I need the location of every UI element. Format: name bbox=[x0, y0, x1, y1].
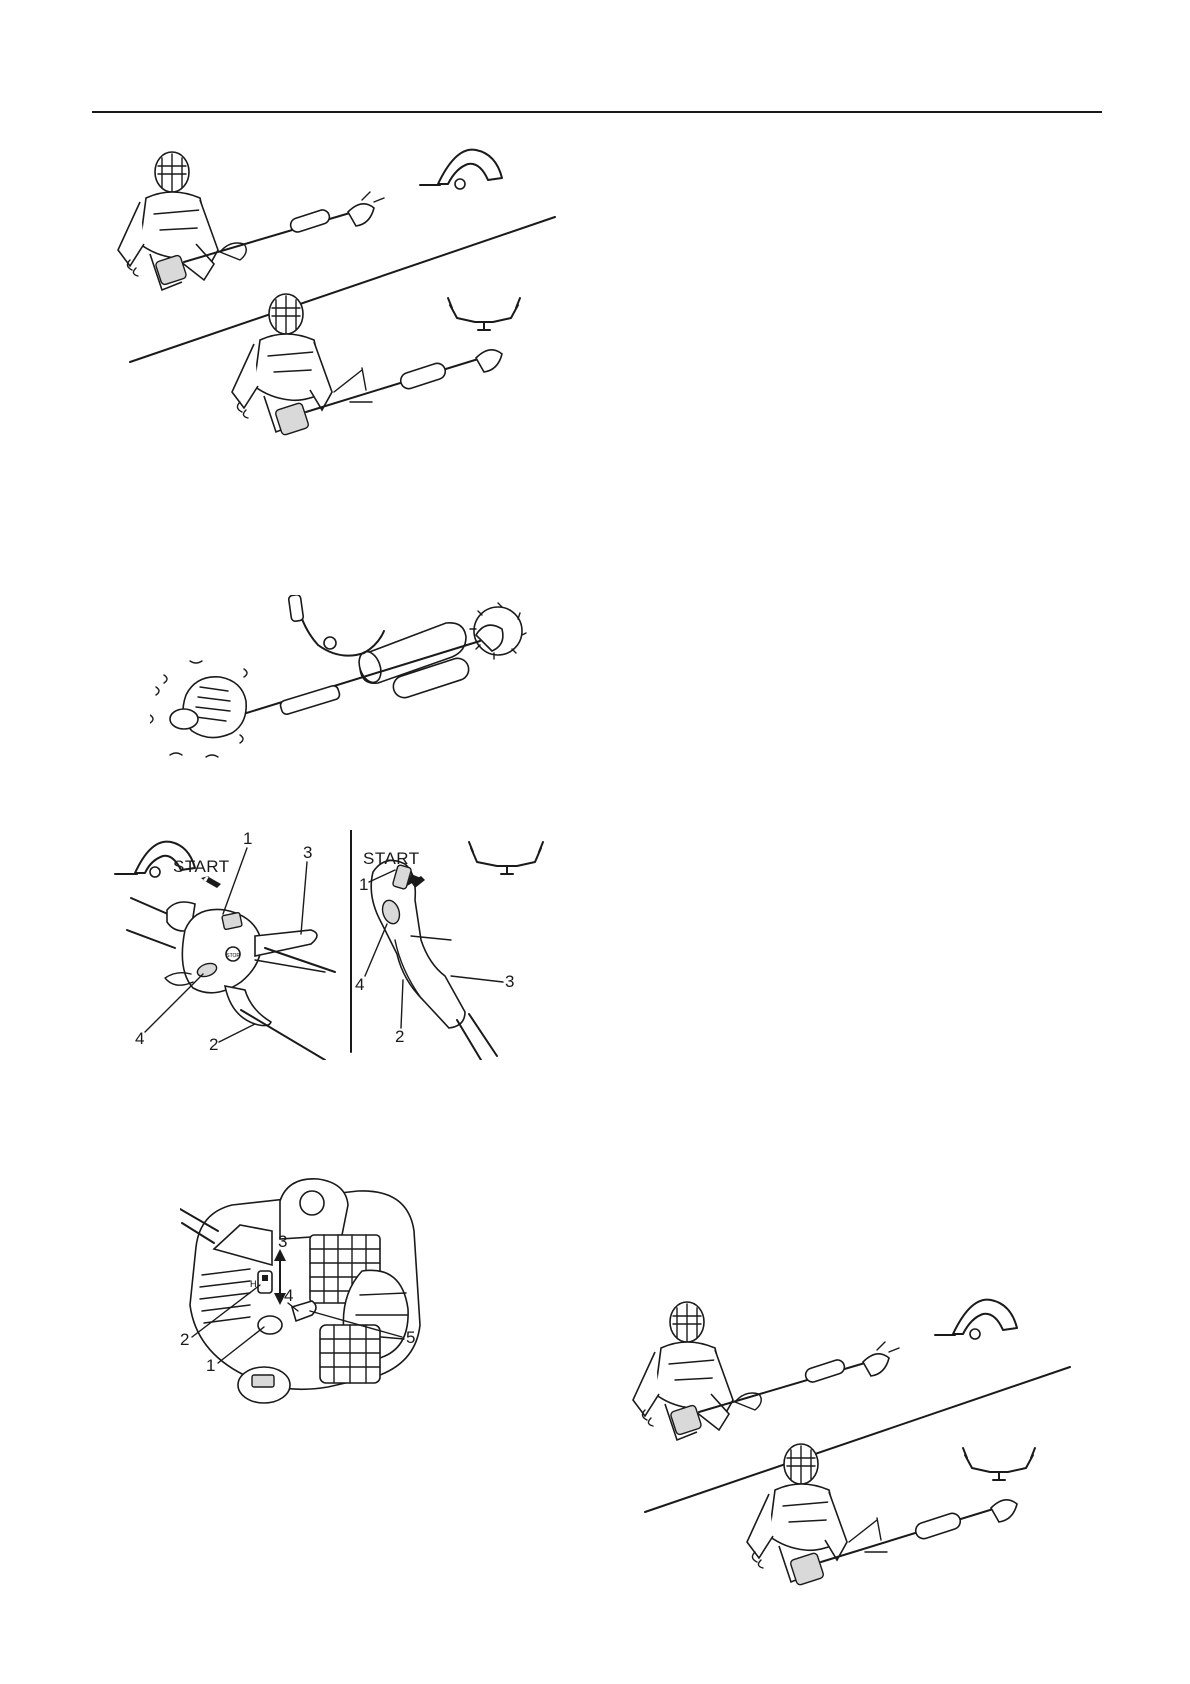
start-label-right: START bbox=[363, 849, 420, 868]
stop-button-label: STOP bbox=[226, 953, 240, 959]
start-arrow-left bbox=[201, 876, 221, 888]
bike-throttle-handle bbox=[371, 860, 497, 1060]
engine-body: H bbox=[180, 1179, 420, 1403]
callout-4-right: 4 bbox=[355, 975, 364, 994]
operator-loop-handle bbox=[633, 1302, 899, 1440]
callout-2-left: 2 bbox=[209, 1035, 218, 1054]
choke-lever bbox=[258, 1271, 272, 1293]
saw-blade bbox=[470, 603, 526, 659]
start-label-left: START bbox=[173, 857, 230, 876]
figure-engine-controls: H 3 4 2 1 5 bbox=[180, 1175, 460, 1415]
fuel-cap bbox=[238, 1367, 290, 1403]
figure-brushcutter-vibration bbox=[150, 595, 550, 795]
loop-handle-icon bbox=[935, 1300, 1017, 1339]
callout-1-left: 1 bbox=[243, 830, 252, 848]
callout-5-engine: 5 bbox=[406, 1328, 415, 1347]
operator-loop-handle bbox=[118, 152, 384, 290]
callout-4-left: 4 bbox=[135, 1029, 144, 1048]
h-mark: H bbox=[250, 1279, 257, 1289]
bike-handle-icon bbox=[469, 842, 543, 874]
callout-3-left: 3 bbox=[303, 843, 312, 862]
bike-handle-icon bbox=[963, 1448, 1035, 1480]
loop-handle-icon bbox=[420, 150, 502, 189]
callout-4-engine: 4 bbox=[284, 1286, 293, 1305]
bike-handle-icon bbox=[448, 298, 520, 330]
bike-handlebar bbox=[288, 595, 384, 656]
callout-2-engine: 2 bbox=[180, 1330, 189, 1349]
callout-1-right: 1 bbox=[359, 875, 368, 894]
figure-throttle-handles: START 1 3 4 2 STOP START 1 3 4 2 bbox=[105, 830, 565, 1060]
operator-bike-handle bbox=[232, 294, 502, 436]
callout-1-engine: 1 bbox=[206, 1356, 215, 1375]
figure-operator-stances-top bbox=[100, 140, 560, 500]
operator-bike-handle bbox=[747, 1444, 1017, 1586]
callout-3-right: 3 bbox=[505, 972, 514, 991]
callout-2-right: 2 bbox=[395, 1027, 404, 1046]
callout-3-engine: 3 bbox=[278, 1232, 287, 1251]
fuel-tank bbox=[320, 1325, 380, 1383]
figure-operator-stances-bottom bbox=[615, 1290, 1075, 1650]
header-rule bbox=[92, 111, 1102, 113]
engine-unit bbox=[150, 661, 247, 757]
